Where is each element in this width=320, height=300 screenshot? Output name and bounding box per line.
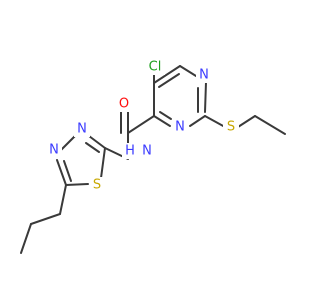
atom-n-pyrimidine-bottom: N xyxy=(172,119,188,135)
bond-s-c2-thiadiazole xyxy=(100,147,106,179)
bond-n4-c5-thiadiazole xyxy=(56,159,67,186)
bond-n3-c4-inner xyxy=(159,111,172,120)
ethylthio-sulfur-label: S xyxy=(227,120,235,135)
atom-n-thiadiazole-2: N xyxy=(46,142,62,158)
atom-label-layer: Cl N N S O N H N xyxy=(46,59,239,193)
bond-c5-thiadiazole-s xyxy=(65,183,89,186)
bond-s-ethyl-ch2 xyxy=(237,115,256,128)
bond-n3-n4-thiadiazole xyxy=(60,135,76,151)
bond-c5-c6 xyxy=(153,65,181,84)
bond-propyl-ch2-ch3 xyxy=(20,223,32,254)
pyrimidine-nitrogen-bottom-label: N xyxy=(175,120,185,135)
amide-nitrogen-label: N xyxy=(142,144,152,159)
bond-c2-n3 xyxy=(189,115,206,127)
bond-ethyl-ch2-ch3 xyxy=(254,115,286,135)
bond-layer xyxy=(20,65,286,254)
atom-n-pyrimidine-top: N xyxy=(196,67,212,83)
molecule-structure: Cl N N S O N H N xyxy=(20,59,286,254)
bond-n1-c2 xyxy=(204,81,207,113)
bond-c2-s-ethyl xyxy=(204,115,226,128)
pyrimidine-nitrogen-top-label: N xyxy=(199,68,209,83)
thiadiazole-nitrogen-upper-label: N xyxy=(77,122,87,137)
thiadiazole-nitrogen-lower-label: N xyxy=(49,143,59,158)
atom-o-carbonyl: O xyxy=(115,96,133,112)
carbonyl-oxygen-label: O xyxy=(119,97,129,112)
bond-c2-thiadiazole-n3-inner xyxy=(85,142,100,153)
atom-n-amide: N xyxy=(139,143,155,159)
bond-c5-c6-inner xyxy=(158,73,180,88)
bond-c2-thiadiazole-n3 xyxy=(88,135,106,149)
atom-cl: Cl xyxy=(145,59,165,75)
bond-c5-thiadiazole-propyl-ch2 xyxy=(59,184,67,215)
thiadiazole-sulfur-label: S xyxy=(93,178,101,193)
atom-s-ethyl: S xyxy=(223,119,239,135)
atom-s-thiadiazole: S xyxy=(89,177,105,193)
atom-n-thiadiazole-1: N xyxy=(74,121,90,137)
chlorine-label: Cl xyxy=(149,60,162,75)
amide-hydrogen-label: H xyxy=(125,144,135,159)
bond-c4-carbonyl-c xyxy=(127,115,155,134)
bond-propyl-ch2-ch2 xyxy=(30,213,61,225)
bond-n4-c5-thiadiazole-inner xyxy=(63,160,72,182)
atom-h-amide: H xyxy=(122,143,138,159)
bond-c6-n1 xyxy=(179,65,197,77)
bond-n3-c4 xyxy=(153,115,171,127)
